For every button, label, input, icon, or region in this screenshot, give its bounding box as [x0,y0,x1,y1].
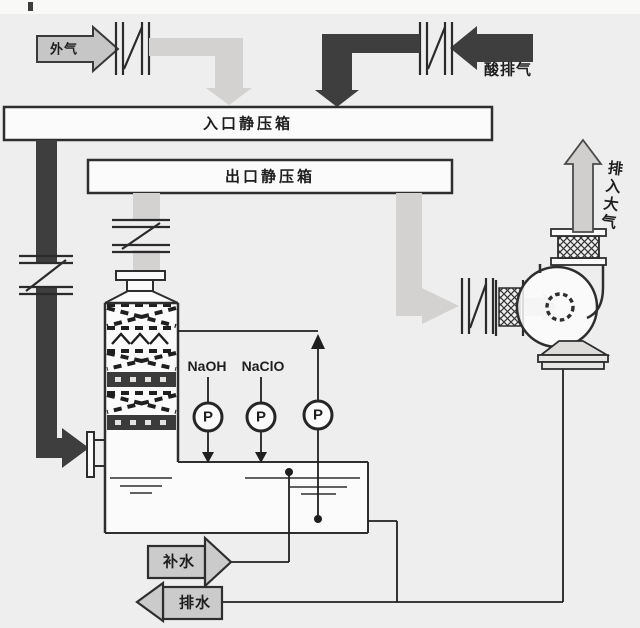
fan-inlet-damper-icon [460,278,495,334]
fan-icon [515,228,611,370]
fresh-air-label: 外气 [49,41,79,57]
fresh-air-duct [149,38,252,105]
outlet-plenum-label: 出口静压箱 [224,168,316,186]
scan-light-band [0,0,640,14]
makeup-water-arrow [146,535,233,589]
demister-layer [106,303,177,330]
tower-outlet-damper-icon [112,218,170,254]
pump-label-naclo: P [255,408,267,426]
water-surface-icon-left [110,477,172,494]
pump-icon-naclo [245,401,277,433]
packing-layer-lower [106,391,177,430]
naoh-label: NaOH [187,358,227,374]
makeup-water-label: 补水 [162,553,196,571]
stray-mark [28,2,33,11]
pump-label-naoh: P [202,408,214,426]
pump-icon-recirculation [302,399,334,431]
makeup-water-line [231,468,293,563]
drain-water-arrow [135,580,224,624]
pump-icon-naoh [192,401,224,433]
fan-inlet-duct [396,193,459,324]
naclo-dosing-line [255,377,267,463]
fresh-air-damper-icon [114,22,151,75]
inlet-plenum-box [2,105,494,142]
naclo-label: NaClO [241,358,285,374]
recirculation-line [178,330,325,523]
acid-exhaust-duct [315,34,420,107]
tower-outlet-duct [133,193,160,273]
spray-nozzles-icon [111,332,169,345]
naoh-dosing-line [202,377,214,463]
inlet-plenum-label: 入口静压箱 [202,115,294,133]
pump-label-recirculation: P [312,406,324,424]
stack-arrow-icon [563,138,603,233]
fresh-air-arrow [36,24,120,74]
acid-exhaust-arrow [450,26,533,70]
tower-inlet-duct [36,140,89,468]
drain-water-line [222,369,564,603]
scrubber-tower [86,270,367,533]
acid-exhaust-damper-icon [418,22,454,75]
drain-water-label: 排水 [178,594,212,612]
tower-inlet-flange-icon [86,431,105,478]
outlet-plenum-box [86,158,454,195]
tower-inlet-damper-icon [19,254,73,296]
acid-exhaust-label: 酸排气 [483,61,533,79]
packing-layer-upper [106,349,177,387]
